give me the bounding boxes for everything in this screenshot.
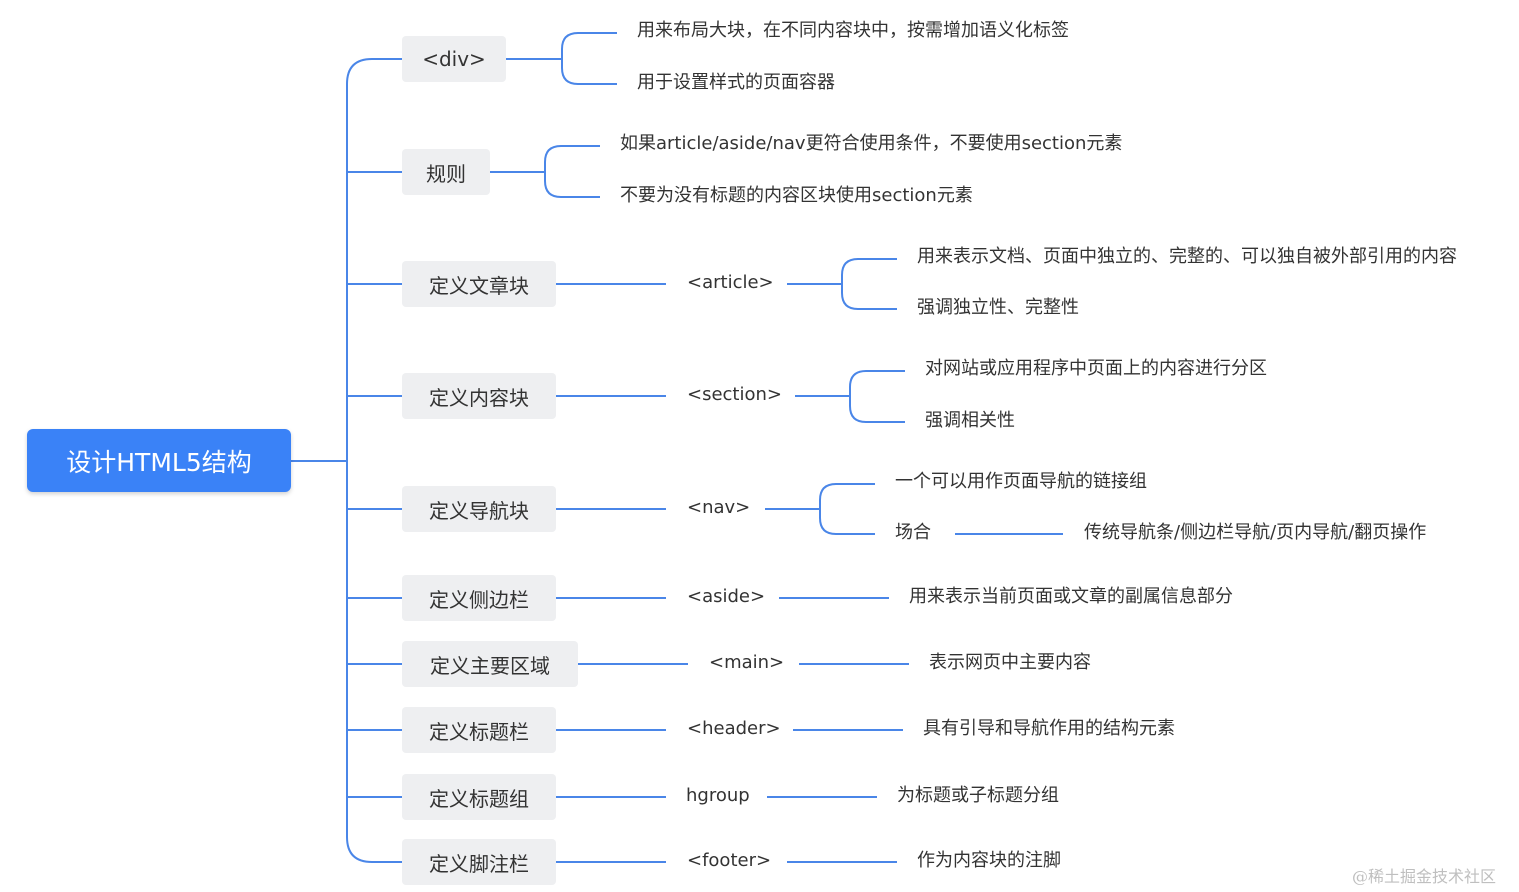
tag-aside: <aside> <box>687 586 766 607</box>
leaf-nav-occasion: 传统导航条/侧边栏导航/页内导航/翻页操作 <box>1084 522 1427 543</box>
branch-div: <div> <box>402 36 506 82</box>
leaf-article-1: 用来表示文档、页面中独立的、完整的、可以独自被外部引用的内容 <box>917 246 1457 267</box>
leaf-header: 具有引导和导航作用的结构元素 <box>923 718 1175 739</box>
tag-nav: <nav> <box>687 497 751 518</box>
branch-aside: 定义侧边栏 <box>402 575 556 621</box>
branch-article: 定义文章块 <box>402 261 556 307</box>
leaf-section-2: 强调相关性 <box>925 410 1015 431</box>
leaf-main: 表示网页中主要内容 <box>929 652 1091 673</box>
leaf-nav-2: 场合 <box>895 522 931 543</box>
tag-main: <main> <box>709 652 785 673</box>
branch-hgroup: 定义标题组 <box>402 774 556 820</box>
leaf-rules-1: 如果article/aside/nav更符合使用条件，不要使用section元素 <box>620 133 1123 154</box>
leaf-section-1: 对网站或应用程序中页面上的内容进行分区 <box>925 358 1267 379</box>
branch-nav: 定义导航块 <box>402 486 556 532</box>
leaf-div-2: 用于设置样式的页面容器 <box>637 72 835 93</box>
tag-footer: <footer> <box>687 850 772 871</box>
root-node: 设计HTML5结构 <box>27 429 291 492</box>
branch-header: 定义标题栏 <box>402 707 556 753</box>
branch-footer: 定义脚注栏 <box>402 839 556 885</box>
leaf-article-2: 强调独立性、完整性 <box>917 297 1079 318</box>
leaf-footer: 作为内容块的注脚 <box>917 850 1061 871</box>
tag-header: <header> <box>687 718 781 739</box>
branch-section: 定义内容块 <box>402 373 556 419</box>
leaf-hgroup: 为标题或子标题分组 <box>897 785 1059 806</box>
tag-article: <article> <box>687 272 774 293</box>
tag-hgroup: hgroup <box>686 785 750 806</box>
leaf-aside: 用来表示当前页面或文章的副属信息部分 <box>909 586 1233 607</box>
leaf-nav-1: 一个可以用作页面导航的链接组 <box>895 471 1147 492</box>
leaf-div-1: 用来布局大块，在不同内容块中，按需增加语义化标签 <box>637 20 1069 41</box>
watermark: @稀土掘金技术社区 <box>1352 867 1497 886</box>
branch-rules: 规则 <box>402 149 490 195</box>
tag-section: <section> <box>687 384 782 405</box>
branch-main: 定义主要区域 <box>402 641 578 687</box>
leaf-rules-2: 不要为没有标题的内容区块使用section元素 <box>620 185 973 206</box>
